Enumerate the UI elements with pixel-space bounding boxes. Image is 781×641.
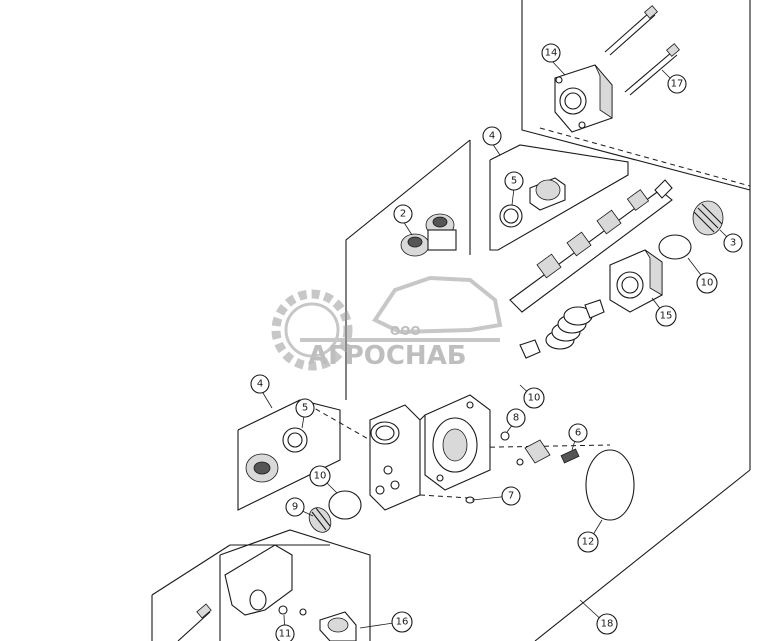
watermark-logo: ООО АГРОСНАБ <box>271 275 503 371</box>
o-ring-right <box>658 234 692 260</box>
callout-11: 11 <box>275 624 295 641</box>
spring-9 <box>308 507 332 533</box>
spring-center <box>519 299 605 359</box>
svg-text:9: 9 <box>292 502 298 513</box>
svg-text:12: 12 <box>582 537 595 548</box>
callout-2: 2 <box>393 204 413 224</box>
svg-text:16: 16 <box>396 617 409 628</box>
callout-4-top: 4 <box>482 126 502 146</box>
valve-body <box>369 394 491 511</box>
watermark-small-text: ООО <box>390 324 421 338</box>
callout-14: 14 <box>541 43 561 63</box>
callout-17: 17 <box>667 74 687 94</box>
svg-text:3: 3 <box>730 238 736 249</box>
svg-text:4: 4 <box>489 131 495 142</box>
svg-text:5: 5 <box>511 176 517 187</box>
svg-text:15: 15 <box>660 311 673 322</box>
svg-text:18: 18 <box>601 619 614 630</box>
callout-5-left: 5 <box>295 398 315 418</box>
svg-text:11: 11 <box>279 629 292 640</box>
o-ring-left <box>328 490 362 520</box>
callout-8: 8 <box>506 408 526 428</box>
gear-icon <box>271 289 353 371</box>
callout-10-mid: 10 <box>523 387 545 409</box>
svg-text:14: 14 <box>545 48 558 59</box>
o-ring-12 <box>585 449 635 521</box>
callout-12: 12 <box>577 531 599 553</box>
callout-3: 3 <box>723 233 743 253</box>
flange-cover-group <box>554 5 680 133</box>
svg-text:10: 10 <box>701 278 714 289</box>
svg-text:4: 4 <box>257 379 263 390</box>
bottom-group <box>177 529 371 641</box>
assembly-guides <box>299 127 751 499</box>
svg-text:17: 17 <box>671 79 684 90</box>
callout-9: 9 <box>285 497 305 517</box>
svg-text:10: 10 <box>528 393 541 404</box>
callout-18: 18 <box>596 613 618 635</box>
cap-group-left <box>237 399 341 511</box>
fitting-group <box>400 213 457 257</box>
small-parts <box>465 431 580 504</box>
combine-harvester-icon <box>372 275 503 335</box>
svg-text:5: 5 <box>302 403 308 414</box>
end-cap-right <box>692 200 724 236</box>
svg-text:8: 8 <box>513 413 519 424</box>
svg-text:2: 2 <box>400 209 406 220</box>
cap-group-top <box>489 144 629 251</box>
svg-text:7: 7 <box>508 491 514 502</box>
callout-10-left: 10 <box>309 465 331 487</box>
callout-15: 15 <box>655 305 677 327</box>
callout-6: 6 <box>568 423 588 443</box>
callout-10-right: 10 <box>696 272 718 294</box>
watermark-brand-text: АГРОСНАБ <box>308 341 467 371</box>
callout-4-left: 4 <box>250 374 270 394</box>
spool-shaft <box>509 179 673 313</box>
svg-text:6: 6 <box>575 428 581 439</box>
callout-16: 16 <box>391 611 413 633</box>
flange-15 <box>609 249 663 313</box>
callout-7: 7 <box>501 486 521 506</box>
svg-text:10: 10 <box>314 471 327 482</box>
callout-5-top: 5 <box>504 171 524 191</box>
